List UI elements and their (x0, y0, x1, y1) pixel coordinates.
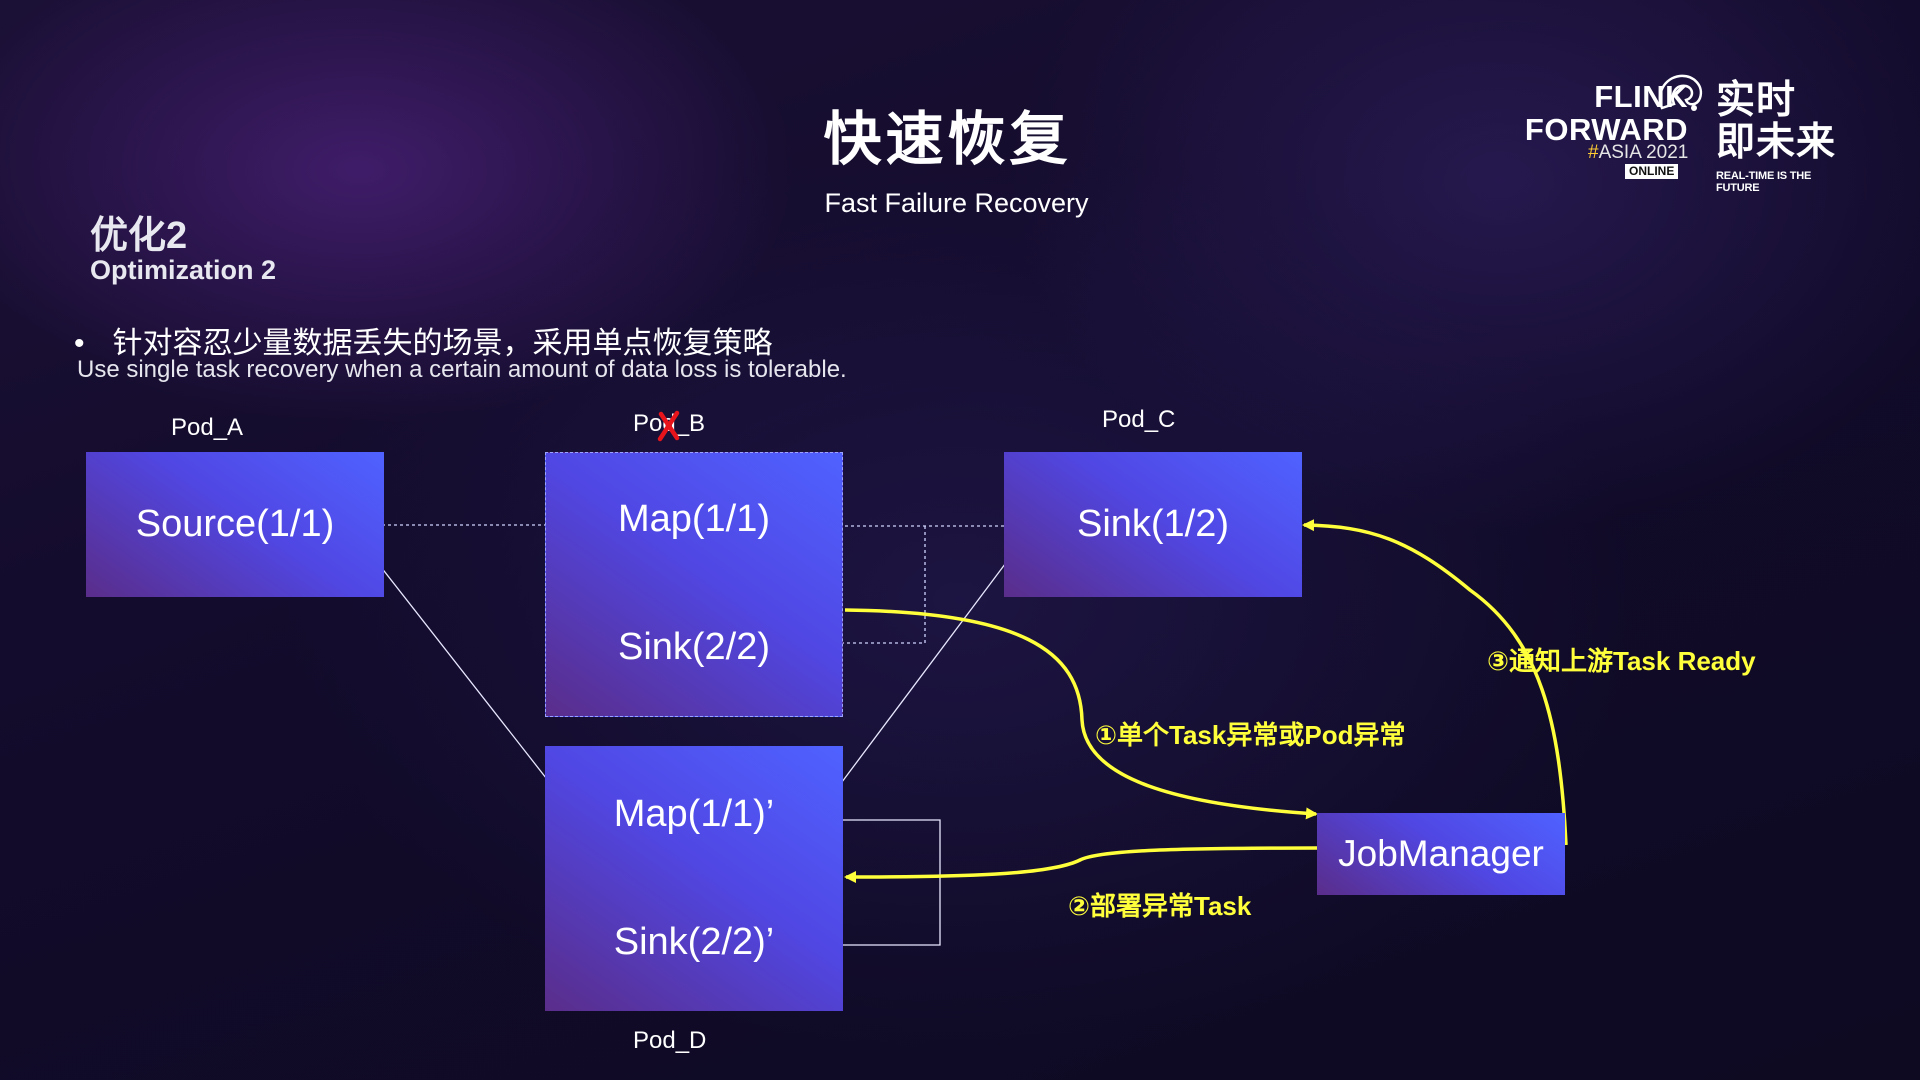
edge-source-to-mapd (351, 529, 575, 815)
page-title: 快速恢复 (823, 107, 1072, 172)
task-sink-d: Sink(2/2)’ (613, 921, 775, 963)
annotation-step3: ③通知上游Task Ready (1487, 646, 1756, 676)
bullet-point: • 针对容忍少量数据丢失的场景，采用单点恢复策略 (74, 318, 773, 362)
task-sink-c: Sink(1/2) (1004, 452, 1302, 597)
logo-online-badge: ONLINE (1625, 164, 1679, 179)
edge-step1-failure (844, 608, 1318, 820)
edge-map-to-sinkb (818, 526, 926, 643)
bullet-text-en: Use single task recovery when a certain … (77, 356, 847, 383)
bullet-dot: • (74, 327, 85, 360)
bullet-text-cn: 针对容忍少量数据丢失的场景，采用单点恢复策略 (112, 327, 773, 360)
edge-step2-redeploy (844, 846, 1319, 883)
page-subtitle: Fast Failure Recovery (824, 188, 1089, 218)
flink-forward-logo: FLINK FORWARD #ASIA 2021 ONLINE 实时 即未来 R… (1518, 74, 1838, 194)
edge-mapd-to-sinkd (815, 819, 941, 945)
task-map-b: Map(1/1) (617, 498, 771, 540)
task-source: Source(1/1) (86, 452, 384, 597)
pod-d-box: Map(1/1)’ Sink(2/2)’ (545, 746, 843, 1011)
logo-forward-text: FORWARD (1524, 112, 1688, 147)
edge-mapd-to-sinkc (814, 528, 1032, 819)
jobmanager-box: JobManager (1317, 813, 1565, 895)
pod-label-c: Pod_C (1102, 406, 1176, 433)
task-sink-c-label: Sink(1/2) (1076, 503, 1230, 545)
edge-step3-notify (1302, 519, 1568, 846)
logo-event-year: #ASIA 2021 (1588, 142, 1689, 163)
pod-label-d: Pod_D (633, 1027, 707, 1054)
optimization-heading-en: Optimization 2 (90, 255, 277, 285)
annotation-step2: ②部署异常Task (1068, 891, 1252, 921)
optimization-heading-cn: 优化2 (90, 215, 188, 257)
task-map-d: Map(1/1)’ (613, 793, 775, 835)
pod-label-a: Pod_A (171, 414, 244, 441)
task-sink-b: Sink(2/2) (617, 626, 771, 668)
pod-b-box: Map(1/1) Sink(2/2) (545, 452, 843, 717)
failure-x-icon (657, 410, 680, 442)
squirrel-icon (1658, 74, 1703, 111)
task-source-label: Source(1/1) (135, 503, 335, 545)
annotation-step1: ①单个Task异常或Pod异常 (1095, 720, 1406, 750)
logo-tagline: REAL-TIME IS THE FUTURE (1716, 170, 1812, 194)
jobmanager-label: JobManager (1338, 833, 1544, 874)
logo-chinese-slogan: 实时 即未来 (1716, 79, 1837, 164)
